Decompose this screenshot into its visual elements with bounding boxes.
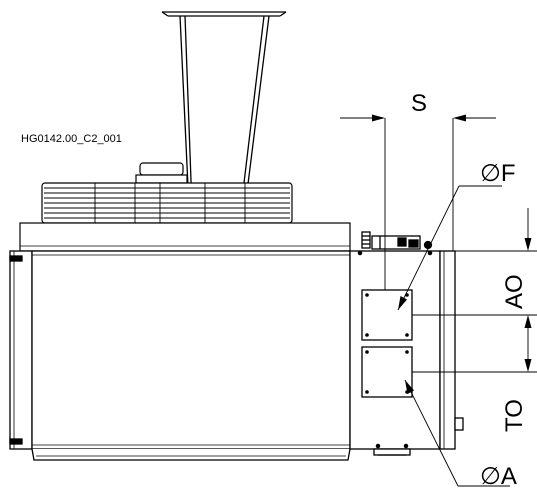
dimension-label-f: ∅F xyxy=(480,160,516,187)
hopper xyxy=(161,11,287,209)
main-body xyxy=(9,250,351,461)
side-housing xyxy=(349,231,464,456)
dimension-label-s: S xyxy=(411,90,427,117)
dimension-label-a: ∅A xyxy=(480,463,517,490)
fan-motor-unit xyxy=(41,162,293,224)
drawing-id-label: HG0142.00_C2_001 xyxy=(21,133,122,145)
dimension-lines xyxy=(340,117,537,487)
dimension-arrows xyxy=(372,114,532,394)
lower-flange xyxy=(361,346,413,398)
top-plate xyxy=(19,222,351,252)
dimension-label-ao: AO xyxy=(501,274,528,309)
dimension-label-to: TO xyxy=(501,399,528,432)
